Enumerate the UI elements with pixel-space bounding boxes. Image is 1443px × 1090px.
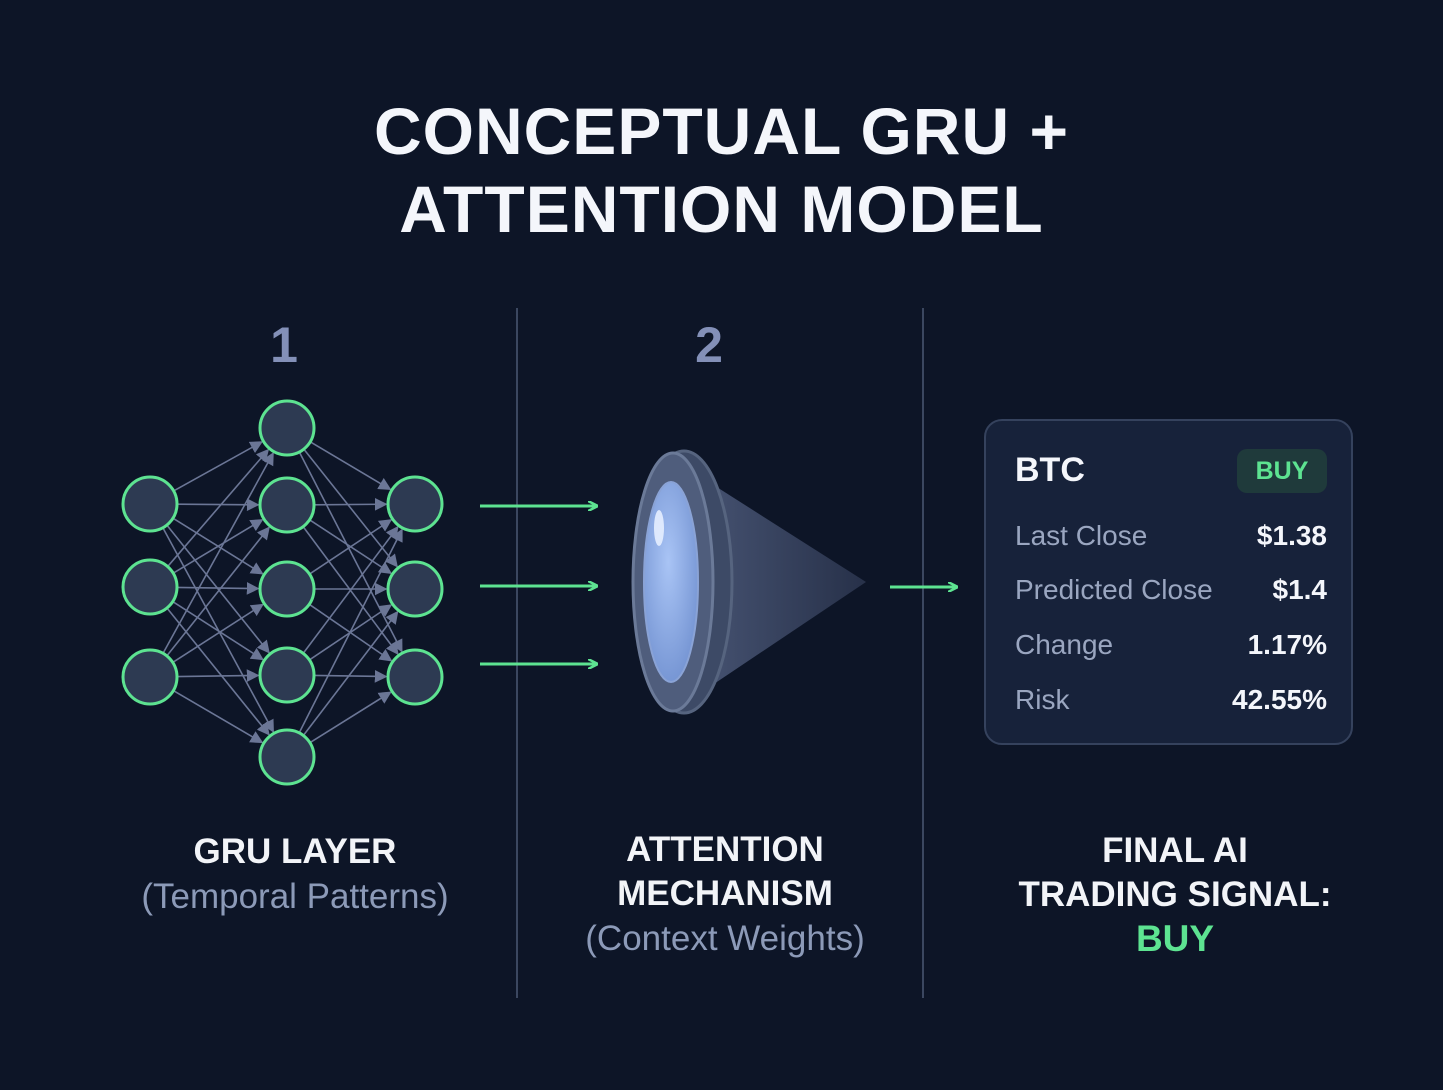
network-edge bbox=[167, 448, 270, 568]
card-row-label: Change bbox=[1015, 629, 1114, 660]
card-row-predicted-close: Predicted Close $1.4 bbox=[1015, 570, 1327, 610]
page-title: CONCEPTUAL GRU + ATTENTION MODEL bbox=[0, 92, 1443, 248]
network-edge bbox=[162, 452, 274, 654]
page-title-line1: CONCEPTUAL GRU + bbox=[373, 94, 1069, 168]
network-edge bbox=[303, 448, 398, 568]
network-node bbox=[121, 648, 179, 706]
card-row-label: Predicted Close bbox=[1015, 574, 1213, 605]
network-edge bbox=[176, 669, 260, 682]
card-row-value: $1.4 bbox=[1272, 574, 1328, 605]
section-divider-2 bbox=[922, 308, 924, 998]
card-row-change: Change 1.17% bbox=[1015, 625, 1327, 665]
network-edge bbox=[309, 691, 392, 744]
network-edge bbox=[302, 610, 399, 737]
network-edge bbox=[313, 669, 388, 683]
attention-subtitle: (Context Weights) bbox=[585, 919, 865, 958]
card-ticker: BTC bbox=[1015, 451, 1085, 489]
attention-lens-icon bbox=[631, 449, 866, 715]
network-node bbox=[121, 475, 179, 533]
card-row-last-close: Last Close $1.38 bbox=[1015, 516, 1327, 556]
card-row-value: 42.55% bbox=[1232, 684, 1327, 715]
network-edge bbox=[172, 519, 264, 574]
network-node bbox=[386, 648, 444, 706]
network-edge bbox=[172, 603, 264, 664]
network-edges bbox=[162, 441, 403, 744]
attention-heading-line1: ATTENTION bbox=[626, 830, 824, 869]
page-title-line2: ATTENTION MODEL bbox=[399, 172, 1044, 246]
network-edge bbox=[309, 519, 393, 575]
network-edge bbox=[166, 526, 270, 657]
network-edge bbox=[173, 441, 264, 492]
network-node bbox=[258, 476, 316, 534]
card-row-value: 1.17% bbox=[1247, 629, 1327, 660]
step-number-1: 1 bbox=[270, 317, 298, 373]
network-node bbox=[386, 560, 444, 618]
network-edge bbox=[309, 441, 392, 491]
step-number-2: 2 bbox=[695, 317, 723, 373]
input-arrows bbox=[480, 506, 596, 664]
signal-value: BUY bbox=[1135, 918, 1215, 959]
network-edge bbox=[302, 525, 399, 654]
network-edge bbox=[176, 582, 260, 595]
signal-badge: BUY bbox=[1237, 449, 1327, 493]
section-divider-1 bbox=[516, 308, 518, 998]
card-row-label: Last Close bbox=[1015, 520, 1148, 551]
gru-caption: GRU LAYER (Temporal Patterns) bbox=[110, 830, 480, 920]
trading-signal-card: BTC BUY Last Close $1.38 Predicted Close… bbox=[984, 419, 1353, 745]
signal-heading-line1: FINAL AI bbox=[1102, 831, 1248, 870]
gru-subtitle: (Temporal Patterns) bbox=[141, 877, 449, 916]
gru-heading: GRU LAYER bbox=[193, 832, 397, 871]
network-edge bbox=[166, 607, 270, 736]
network-node bbox=[121, 558, 179, 616]
network-node bbox=[258, 399, 316, 457]
network-edge bbox=[313, 497, 388, 511]
signal-heading-line2: TRADING SIGNAL: bbox=[1018, 875, 1332, 914]
network-node bbox=[258, 728, 316, 786]
network-edge bbox=[298, 451, 403, 653]
network-edge bbox=[162, 527, 274, 733]
network-edge bbox=[172, 600, 264, 661]
card-row-risk: Risk 42.55% bbox=[1015, 680, 1327, 720]
network-node bbox=[258, 646, 316, 704]
network-edge bbox=[172, 689, 264, 744]
network-edge bbox=[298, 528, 403, 734]
signal-caption: FINAL AI TRADING SIGNAL: BUY bbox=[980, 829, 1370, 961]
network-nodes bbox=[121, 399, 444, 786]
attention-heading-line2: MECHANISM bbox=[617, 874, 833, 913]
card-row-label: Risk bbox=[1015, 684, 1070, 715]
attention-caption: ATTENTION MECHANISM (Context Weights) bbox=[540, 828, 910, 962]
attention-beam bbox=[690, 470, 866, 700]
card-row-value: $1.38 bbox=[1256, 520, 1327, 551]
network-node bbox=[386, 475, 444, 533]
network-node bbox=[258, 560, 316, 618]
